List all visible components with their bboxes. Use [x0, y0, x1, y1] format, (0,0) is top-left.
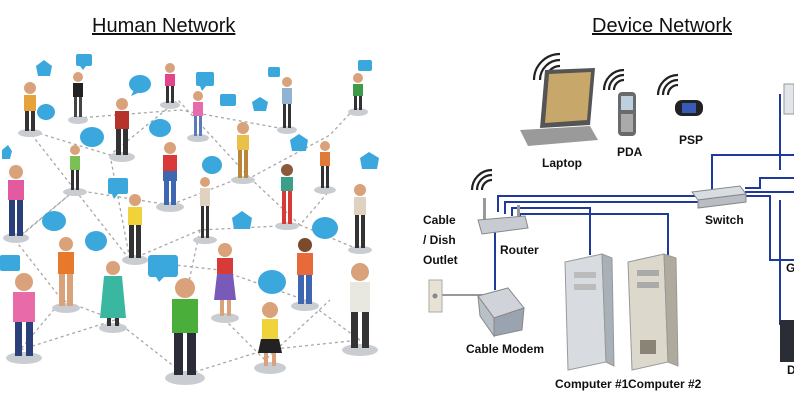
person-14 [8, 165, 24, 236]
person-12 [281, 164, 293, 224]
person-24 [258, 302, 282, 366]
person-6 [237, 122, 249, 178]
person-13 [320, 141, 330, 188]
person-1 [24, 82, 36, 131]
person-5 [193, 91, 203, 136]
cable-outlet-label-line3: Outlet [423, 253, 458, 267]
person-19 [214, 243, 236, 316]
person-10 [163, 142, 177, 205]
switch-icon [691, 185, 747, 209]
pda-icon [618, 92, 636, 136]
human-network-title: Human Network [92, 15, 236, 37]
partial-label-g: G [786, 261, 794, 275]
cable-outlet-icon [428, 279, 443, 313]
wifi-signal-icons [470, 52, 679, 191]
psp-icon [675, 100, 703, 116]
person-21 [350, 263, 370, 348]
person-4 [165, 63, 175, 103]
speech-bubbles [0, 54, 379, 294]
computer-2-icon [627, 253, 679, 371]
person-9 [70, 145, 80, 190]
person-23 [172, 278, 198, 375]
cable-outlet-label-line1: Cable [423, 213, 456, 227]
person-7 [282, 77, 292, 128]
person-17 [58, 237, 74, 306]
people [8, 63, 370, 375]
partial-device-bottom-icon [780, 320, 794, 362]
cable-modem-label: Cable Modem [466, 342, 544, 356]
computer-2-label: Computer #2 [628, 377, 702, 391]
person-16 [354, 184, 366, 248]
cable-outlet-label-line2: / Dish [423, 233, 456, 247]
laptop-label: Laptop [542, 156, 582, 170]
partial-device-top-icon [783, 83, 794, 115]
person-15 [128, 194, 142, 258]
router-label: Router [500, 243, 539, 257]
person-22 [13, 273, 35, 356]
person-3 [115, 98, 129, 155]
person-11 [200, 177, 210, 238]
person-20 [297, 238, 313, 304]
person-8 [353, 73, 363, 110]
psp-label: PSP [679, 133, 703, 147]
person-2 [73, 72, 83, 117]
switch-label: Switch [705, 213, 744, 227]
router-icon [477, 198, 529, 235]
device-network-title: Device Network [592, 15, 733, 37]
cable-modem-icon [477, 287, 525, 338]
partial-label-d: D [787, 363, 794, 377]
computer-1-icon [564, 253, 615, 371]
pda-label: PDA [617, 145, 643, 159]
laptop-icon [520, 68, 598, 146]
person-18 [100, 261, 126, 326]
computer-1-label: Computer #1 [555, 377, 629, 391]
